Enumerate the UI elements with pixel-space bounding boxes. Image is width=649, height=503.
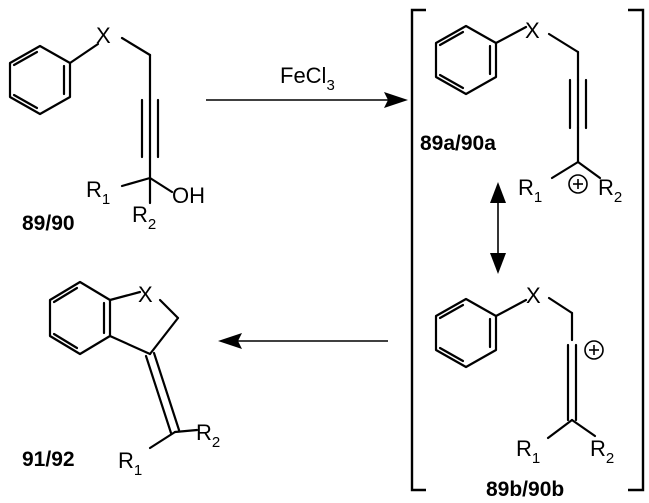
starting-material-structure: X R1 R2 OH xyxy=(8,23,205,233)
substituent-r2-product: R2 xyxy=(196,420,220,451)
substituent-r1-start: R1 xyxy=(86,177,110,208)
reagent-fecl3: FeCl3 xyxy=(280,63,335,94)
reaction-arrow-right xyxy=(206,92,408,108)
cation-b-structure: X R1 R2 xyxy=(434,283,614,467)
product-structure: X R1 R2 xyxy=(48,280,220,479)
cation-charge-a xyxy=(568,174,588,194)
phenyl-ring-cation-a xyxy=(434,24,498,96)
atom-x-cation-b: X xyxy=(526,283,541,308)
substituent-r2-start: R2 xyxy=(132,202,156,233)
phenyl-ring-start xyxy=(8,44,72,116)
atom-x-cation-a: X xyxy=(525,18,540,43)
reaction-arrow-left xyxy=(218,333,388,349)
hydroxyl-group: OH xyxy=(172,183,205,208)
left-bracket xyxy=(410,8,426,492)
substituent-r1-cation-a: R1 xyxy=(518,175,542,206)
substituent-r2-cation-b: R2 xyxy=(590,436,614,467)
substituent-r1-cation-b: R1 xyxy=(516,436,540,467)
compound-label-89b-90b: 89b/90b xyxy=(486,478,564,501)
right-bracket xyxy=(628,8,645,492)
compound-label-89a-90a: 89a/90a xyxy=(420,132,496,155)
compound-label-91-92: 91/92 xyxy=(22,448,75,471)
cation-a-structure: X R1 R2 xyxy=(434,18,622,206)
compound-label-89-90: 89/90 xyxy=(22,212,75,235)
resonance-arrow xyxy=(490,182,506,274)
benzo-ring-product xyxy=(48,280,112,356)
atom-x-product: X xyxy=(138,282,153,307)
atom-x-start: X xyxy=(96,23,111,48)
substituent-r2-cation-a: R2 xyxy=(598,175,622,206)
substituent-r1-product: R1 xyxy=(118,448,142,479)
cation-charge-b xyxy=(584,340,604,360)
phenyl-ring-cation-b xyxy=(434,297,498,369)
